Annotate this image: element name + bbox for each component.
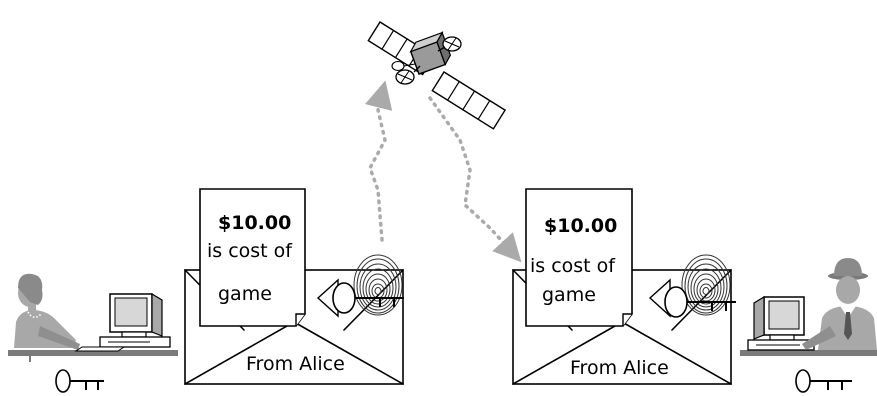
right-note-line2: game <box>542 284 596 306</box>
woman-at-computer-icon <box>8 273 178 362</box>
right-note-line1: is cost of <box>530 255 616 277</box>
left-document: $10.00 is cost of game <box>199 188 306 327</box>
uplink-path <box>365 80 393 242</box>
receiver-key-icon <box>795 369 852 393</box>
right-envelope-label: From Alice <box>570 357 669 379</box>
right-envelope-key-icon <box>664 286 736 318</box>
man-at-computer-icon <box>740 258 877 356</box>
sender-key-icon <box>55 369 104 393</box>
right-amount: $10.00 <box>544 215 617 237</box>
left-note-line2: game <box>218 283 272 305</box>
right-document: $10.00 is cost of game <box>525 188 633 327</box>
left-amount: $10.00 <box>218 212 291 234</box>
satellite-icon <box>367 21 507 130</box>
left-envelope-label: From Alice <box>246 353 345 375</box>
left-note-line1: is cost of <box>207 240 293 262</box>
downlink-path <box>428 96 522 263</box>
left-envelope-key-icon <box>332 282 404 314</box>
